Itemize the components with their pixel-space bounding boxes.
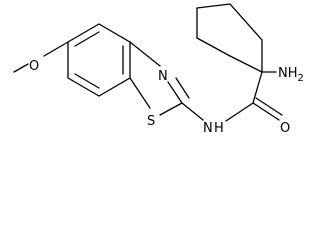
amine-subscript-label: 2: [298, 73, 304, 84]
double-bond-inner-2: [74, 73, 100, 89]
molecule-diagram: O N S N H O NH2: [13, 3, 304, 136]
benzene-ring: [67, 23, 131, 97]
bond-cy-4: [196, 3, 231, 9]
amide-nh-label: N H: [203, 121, 224, 136]
methyl-bond: [13, 63, 29, 73]
thiazole-nitrogen-label: N: [158, 69, 168, 84]
bond-s-c2: [159, 102, 183, 116]
bond-c2-nh: [181, 102, 204, 121]
bond-carbonyl-o-2: [255, 97, 283, 116]
methoxy-oxygen-label: O: [29, 59, 39, 74]
bond-nh-carbonyl: [225, 102, 254, 122]
amide-h-label: H: [214, 121, 224, 136]
bond-carbonyl-o-1: [252, 102, 280, 121]
thiazole-ring: [129, 41, 190, 116]
thiazole-sulfur-label: S: [147, 114, 155, 129]
bond-carbonyl-quaternary: [252, 71, 263, 104]
bond-c3a-s: [129, 77, 151, 109]
bond-cy-1: [229, 55, 263, 73]
amide-linkage: [181, 71, 283, 122]
bond-c7a-c5: [98, 23, 131, 43]
amide-n-label: N: [203, 121, 213, 136]
bond-c7a-n: [129, 41, 161, 67]
bond-c3-c3a: [98, 77, 131, 97]
bond-c2-c3: [67, 77, 100, 97]
carbonyl-oxygen-label: O: [280, 121, 290, 136]
double-bond-inner-1: [74, 31, 100, 47]
methoxy-group: [13, 41, 69, 73]
bond-cy-2: [196, 37, 231, 57]
bond-n-c2-double: [175, 77, 190, 99]
amine-label: NH2: [278, 66, 304, 84]
amine-nh-label: NH: [278, 66, 298, 81]
bond-c5-c1: [67, 23, 100, 43]
bond-cy-5: [229, 3, 263, 41]
methoxy-o-ring-bond: [43, 41, 69, 57]
bond-n-c2: [167, 81, 183, 104]
cyclohexane-ring: [196, 3, 263, 73]
